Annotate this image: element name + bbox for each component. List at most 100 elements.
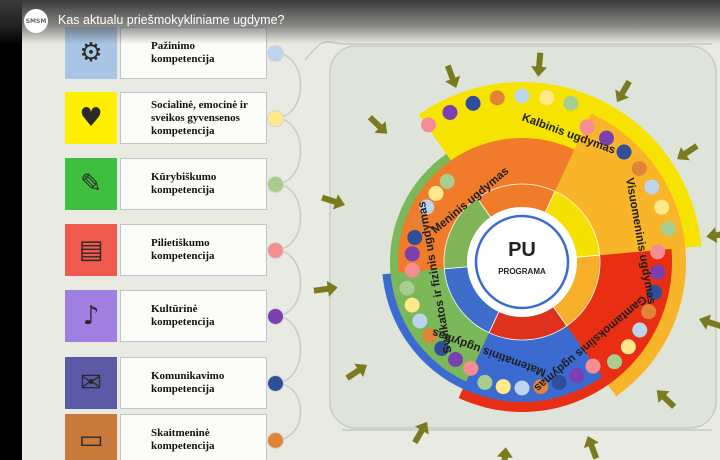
area-dot <box>448 351 464 367</box>
chat-people-icon: ✉ <box>65 357 117 409</box>
culture-masks-icon: ♪ <box>65 290 117 342</box>
area-dot <box>598 130 614 146</box>
video-title[interactable]: Kas aktualu priešmokykliniame ugdyme? <box>58 13 285 27</box>
area-dot <box>514 88 530 104</box>
competency-label-line: kompetencija <box>151 316 215 328</box>
cycle-arrow-icon <box>699 314 720 330</box>
area-dot <box>442 104 458 120</box>
area-dot <box>539 90 555 106</box>
competency-dot <box>267 432 284 449</box>
area-dot <box>631 160 647 176</box>
competency-label-line: kompetencija <box>151 440 215 452</box>
cycle-arrow-icon <box>531 52 548 77</box>
area-dot <box>404 262 420 278</box>
area-dot <box>422 328 438 344</box>
area-dot <box>650 264 666 280</box>
area-dot <box>620 339 636 355</box>
competency-label-line: sveikos gyvensenos <box>151 111 240 124</box>
area-dot <box>641 304 657 320</box>
cycle-arrow-icon <box>321 194 345 210</box>
area-dot <box>404 246 420 262</box>
citizen-document-icon: ▤ <box>65 224 117 276</box>
cycle-arrow-icon <box>496 447 513 460</box>
competency-dot <box>267 242 284 259</box>
area-dot <box>412 313 428 329</box>
cycle-arrow-icon <box>706 227 720 244</box>
area-dot <box>514 380 530 396</box>
area-dot <box>399 280 415 296</box>
connector-curve <box>274 382 302 441</box>
area-dot <box>419 199 435 215</box>
connector-curve <box>274 52 302 119</box>
area-dot <box>420 117 436 133</box>
competency-label-line: kompetencija <box>151 184 215 196</box>
area-dot <box>585 358 601 374</box>
area-dot <box>404 297 420 313</box>
connector-curve <box>274 249 302 317</box>
area-dot <box>607 354 623 370</box>
area-dot <box>650 244 666 260</box>
competency-dot <box>267 308 284 325</box>
cycle-arrow-icon <box>615 79 632 103</box>
area-dot <box>495 379 511 395</box>
competency-label-line: Skaitmeninė <box>151 427 210 439</box>
cycle-arrow-icon <box>656 390 677 409</box>
area-dot <box>616 144 632 160</box>
creative-head-icon: ✎ <box>65 158 117 210</box>
connector-curve <box>274 117 302 185</box>
cycle-arrow-icon <box>676 143 699 161</box>
competency-label-line: Komunikavimo <box>151 370 225 382</box>
competency-label-line: kompetencija <box>151 124 215 137</box>
competency-label-line: Pilietiškumo <box>151 237 210 249</box>
cycle-arrow-icon <box>444 64 461 89</box>
cycle-arrow-icon <box>313 280 338 297</box>
competency-dot <box>267 375 284 392</box>
area-dot <box>465 95 481 111</box>
area-dot <box>644 179 660 195</box>
competency-label-line: kompetencija <box>151 250 215 262</box>
cycle-arrow-icon <box>583 435 600 460</box>
channel-avatar[interactable]: SMSM <box>24 9 48 33</box>
cycle-arrow-icon <box>367 115 388 134</box>
area-dot <box>412 214 428 230</box>
competency-label-line: kompetencija <box>151 53 215 65</box>
center-subtitle: PROGRAMA <box>498 267 546 276</box>
center-ring <box>474 214 570 310</box>
competency-label-line: Kūrybiškumo <box>151 171 217 183</box>
competency-dot <box>267 110 284 127</box>
area-dot <box>434 341 450 357</box>
area-dot <box>489 90 505 106</box>
connector-curve <box>274 315 302 384</box>
area-dot <box>463 360 479 376</box>
area-dot <box>407 230 423 246</box>
area-dot <box>647 284 663 300</box>
competency-label-line: Kultūrinė <box>151 303 198 315</box>
center-title: PU <box>508 239 536 261</box>
area-dot <box>551 374 567 390</box>
connector-curve <box>274 183 302 251</box>
area-dot <box>660 221 676 237</box>
competency-label-line: Socialinė, emocinė ir <box>151 98 248 111</box>
area-dot <box>477 374 493 390</box>
competency-dot <box>267 45 284 62</box>
area-dot <box>632 322 648 338</box>
monitor-icon: ▭ <box>65 414 117 460</box>
area-dot <box>563 95 579 111</box>
area-dot <box>579 119 595 135</box>
cycle-arrow-icon <box>345 363 368 381</box>
competency-label-line: kompetencija <box>151 383 215 395</box>
